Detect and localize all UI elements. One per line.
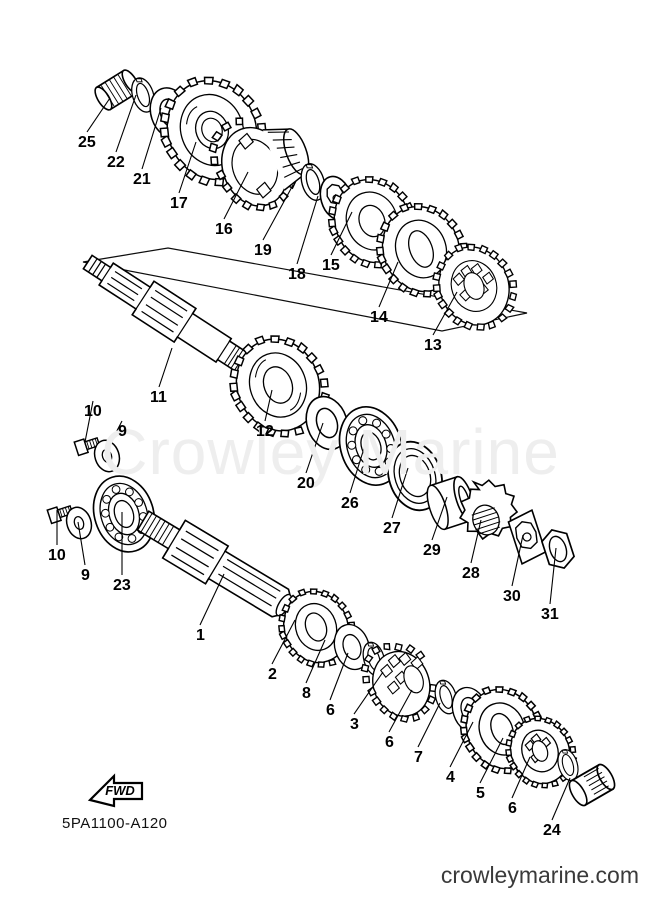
- callout-2: 2: [268, 666, 277, 683]
- part-drive-sprocket-28: [458, 479, 519, 541]
- callout-26: 26: [341, 495, 359, 512]
- part-bolt-10-lower: [46, 504, 74, 525]
- callout-17: 17: [170, 195, 188, 212]
- callout-25: 25: [78, 134, 96, 151]
- callout-9b: 9: [81, 567, 90, 584]
- callout-19: 19: [254, 242, 272, 259]
- leader-line-6b: [388, 689, 413, 733]
- leader-line-19: [262, 184, 294, 241]
- callout-22: 22: [107, 154, 125, 171]
- callout-7: 7: [414, 749, 423, 766]
- callout-9a: 9: [118, 423, 127, 440]
- callout-18: 18: [288, 266, 306, 283]
- fwd-label: FWD: [105, 783, 135, 798]
- callout-14: 14: [370, 309, 388, 326]
- fwd-direction-marker: FWD: [87, 773, 144, 808]
- callout-10a: 10: [84, 403, 102, 420]
- part-nut-31: [538, 525, 578, 573]
- leader-line-21: [141, 107, 162, 170]
- callout-6c: 6: [508, 800, 517, 817]
- part-gear-12: [229, 335, 331, 438]
- part-drive-axle-1: [136, 510, 292, 618]
- leader-line-18: [296, 195, 319, 265]
- callout-15: 15: [322, 257, 340, 274]
- callout-29: 29: [423, 542, 441, 559]
- callout-1: 1: [196, 627, 205, 644]
- callout-12: 12: [256, 423, 274, 440]
- leader-line-25: [86, 97, 111, 133]
- leader-line-16: [223, 171, 249, 220]
- part-number-label: 5PA1100-A120: [62, 815, 168, 832]
- leader-line-27: [391, 467, 409, 519]
- leader-line-29: [431, 496, 448, 541]
- leader-line-9b: [77, 521, 86, 566]
- footer-brand-label: crowleymarine.com: [440, 862, 639, 888]
- callout-23: 23: [113, 577, 131, 594]
- callout-24: 24: [543, 822, 561, 839]
- callout-20: 20: [297, 475, 315, 492]
- callout-leader-lines: [56, 94, 571, 821]
- part-gear-2: [278, 588, 357, 668]
- leader-line-3: [353, 671, 384, 715]
- callout-8: 8: [302, 685, 311, 702]
- leader-line-2: [271, 619, 296, 665]
- part-gear-dog-3: [360, 642, 437, 723]
- assembly-group-outline: [82, 247, 528, 332]
- callout-11: 11: [150, 389, 167, 406]
- callout-5: 5: [476, 785, 485, 802]
- leader-line-17: [178, 141, 197, 194]
- callout-6b: 6: [385, 734, 394, 751]
- leader-line-15: [330, 211, 353, 256]
- callout-31: 31: [541, 606, 559, 623]
- callout-21: 21: [133, 171, 151, 188]
- leader-line-24: [551, 777, 571, 821]
- callout-6a: 6: [326, 702, 335, 719]
- part-needle-bearing-24: [568, 763, 616, 807]
- callout-28: 28: [462, 565, 480, 582]
- callout-30: 30: [503, 588, 521, 605]
- leader-line-1: [199, 573, 225, 626]
- leader-line-22: [115, 94, 137, 153]
- leader-line-10a: [84, 400, 94, 443]
- leader-line-5: [479, 737, 504, 784]
- callout-16: 16: [215, 221, 233, 238]
- callout-13: 13: [424, 337, 442, 354]
- leader-line-28: [470, 519, 482, 564]
- callout-27: 27: [383, 520, 401, 537]
- leader-line-14: [378, 261, 399, 308]
- callout-10b: 10: [48, 547, 66, 564]
- leader-line-4: [449, 721, 474, 768]
- leader-line-6a: [329, 652, 349, 701]
- part-gear-dog-13: [432, 243, 518, 331]
- leader-line-12: [264, 389, 273, 422]
- leader-line-30: [511, 534, 524, 587]
- leader-line-11: [158, 347, 173, 388]
- callout-4: 4: [446, 769, 455, 786]
- callout-3: 3: [350, 716, 359, 733]
- leader-line-20: [305, 422, 324, 474]
- part-lock-washer-30: [507, 509, 547, 565]
- leader-line-9a: [105, 420, 123, 453]
- leader-line-8: [305, 639, 326, 684]
- leader-line-31: [549, 547, 557, 605]
- leader-line-26: [349, 441, 367, 494]
- leader-line-6c: [511, 756, 531, 799]
- leader-line-13: [432, 291, 458, 336]
- leader-line-7: [417, 702, 441, 748]
